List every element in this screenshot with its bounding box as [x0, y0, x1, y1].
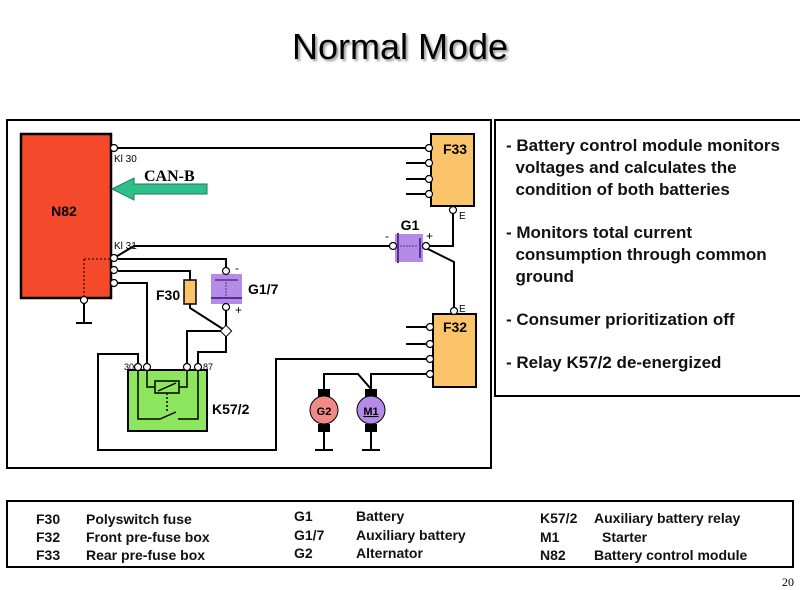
n82-label: N82	[51, 203, 77, 219]
legend-desc: Auxiliary battery	[356, 527, 466, 543]
circuit-diagram-frame	[6, 119, 492, 469]
kl31-label: Kl 31	[114, 241, 137, 252]
legend-panel: F30 Polyswitch fuse F32 Front pre-fuse b…	[6, 500, 794, 568]
g1-battery	[395, 234, 423, 262]
wire-f32-m1	[370, 373, 428, 389]
wire-g1-f33	[426, 214, 454, 247]
page-title: Normal Mode	[291, 26, 509, 67]
f30-label: F30	[156, 287, 180, 303]
canb-arrow-icon	[110, 177, 208, 201]
legend-desc: Battery	[356, 508, 405, 524]
legend-desc: Alternator	[356, 545, 423, 561]
n82-internal-dotted	[83, 258, 110, 298]
m1-starter	[356, 395, 386, 425]
legend-code: F33	[36, 547, 61, 563]
wire-n82-relay	[118, 282, 148, 367]
k572-label: K57/2	[212, 401, 250, 417]
g17-label: G1/7	[248, 281, 279, 297]
description-item: - Battery control module monitors voltag…	[506, 136, 780, 199]
legend-code: K57/2	[540, 510, 578, 526]
legend-code: N82	[540, 547, 566, 563]
relay-pin87-label: 87	[203, 362, 213, 372]
terminals	[79, 143, 459, 379]
legend-desc: Starter	[602, 529, 648, 545]
wire-g1-f32	[425, 247, 455, 310]
g1-label: G1	[401, 217, 420, 233]
description-panel: - Battery control module monitors voltag…	[494, 119, 800, 397]
legend-code: F30	[36, 511, 61, 527]
n82-module	[19, 132, 113, 300]
wire-node-relay-87	[197, 331, 227, 367]
wires	[76, 147, 455, 451]
legend-code: M1	[540, 529, 560, 545]
junction-node	[219, 324, 233, 338]
g1-plus-label: +	[426, 229, 433, 243]
legend-code: G1/7	[294, 527, 325, 543]
g2-alternator	[309, 395, 339, 425]
legend-desc: Battery control module	[594, 547, 748, 563]
f33-e-label: E	[459, 211, 466, 222]
wire-n82-f30	[118, 270, 191, 280]
wire-f30-node	[189, 304, 227, 332]
g17-plus-label: +	[235, 303, 242, 317]
f32-label: F32	[443, 319, 467, 335]
k572-relay	[127, 369, 208, 432]
g1-minus-label: -	[385, 229, 389, 243]
wire-relay30-f32	[97, 353, 428, 451]
m1-label: M1	[363, 406, 378, 418]
wire-kl31-g1	[113, 245, 392, 259]
g17-minus-label: -	[235, 261, 239, 275]
page-number: 20	[782, 575, 794, 589]
legend-code: G2	[294, 545, 313, 561]
wire-node-relay-coil	[186, 330, 226, 367]
g2-label: G2	[317, 406, 332, 418]
relay-pin30-label: 30	[124, 362, 134, 372]
wire-n82-g17	[118, 258, 227, 270]
legend-desc: Polyswitch fuse	[86, 511, 192, 527]
legend-code: F32	[36, 529, 61, 545]
legend-desc: Auxiliary battery relay	[594, 510, 741, 526]
kl30-label: Kl 30	[114, 154, 137, 165]
description-item: - Consumer prioritization off	[506, 310, 735, 329]
circuit-diagram: N82 Kl 30 Kl 31 CAN-B F33 E F32 E G1 - +…	[19, 132, 477, 451]
description-item: - Relay K57/2 de-energized	[506, 353, 722, 372]
legend-code: G1	[294, 508, 313, 524]
legend-desc: Rear pre-fuse box	[86, 547, 206, 563]
f32-e-label: E	[459, 304, 466, 315]
legend-desc: Front pre-fuse box	[86, 529, 210, 545]
wire-f32-g2	[323, 373, 372, 390]
description-item: - Monitors total current consumption thr…	[506, 223, 767, 286]
canb-label: CAN-B	[144, 168, 195, 185]
f33-label: F33	[443, 141, 467, 157]
f30-fuse	[183, 279, 197, 305]
